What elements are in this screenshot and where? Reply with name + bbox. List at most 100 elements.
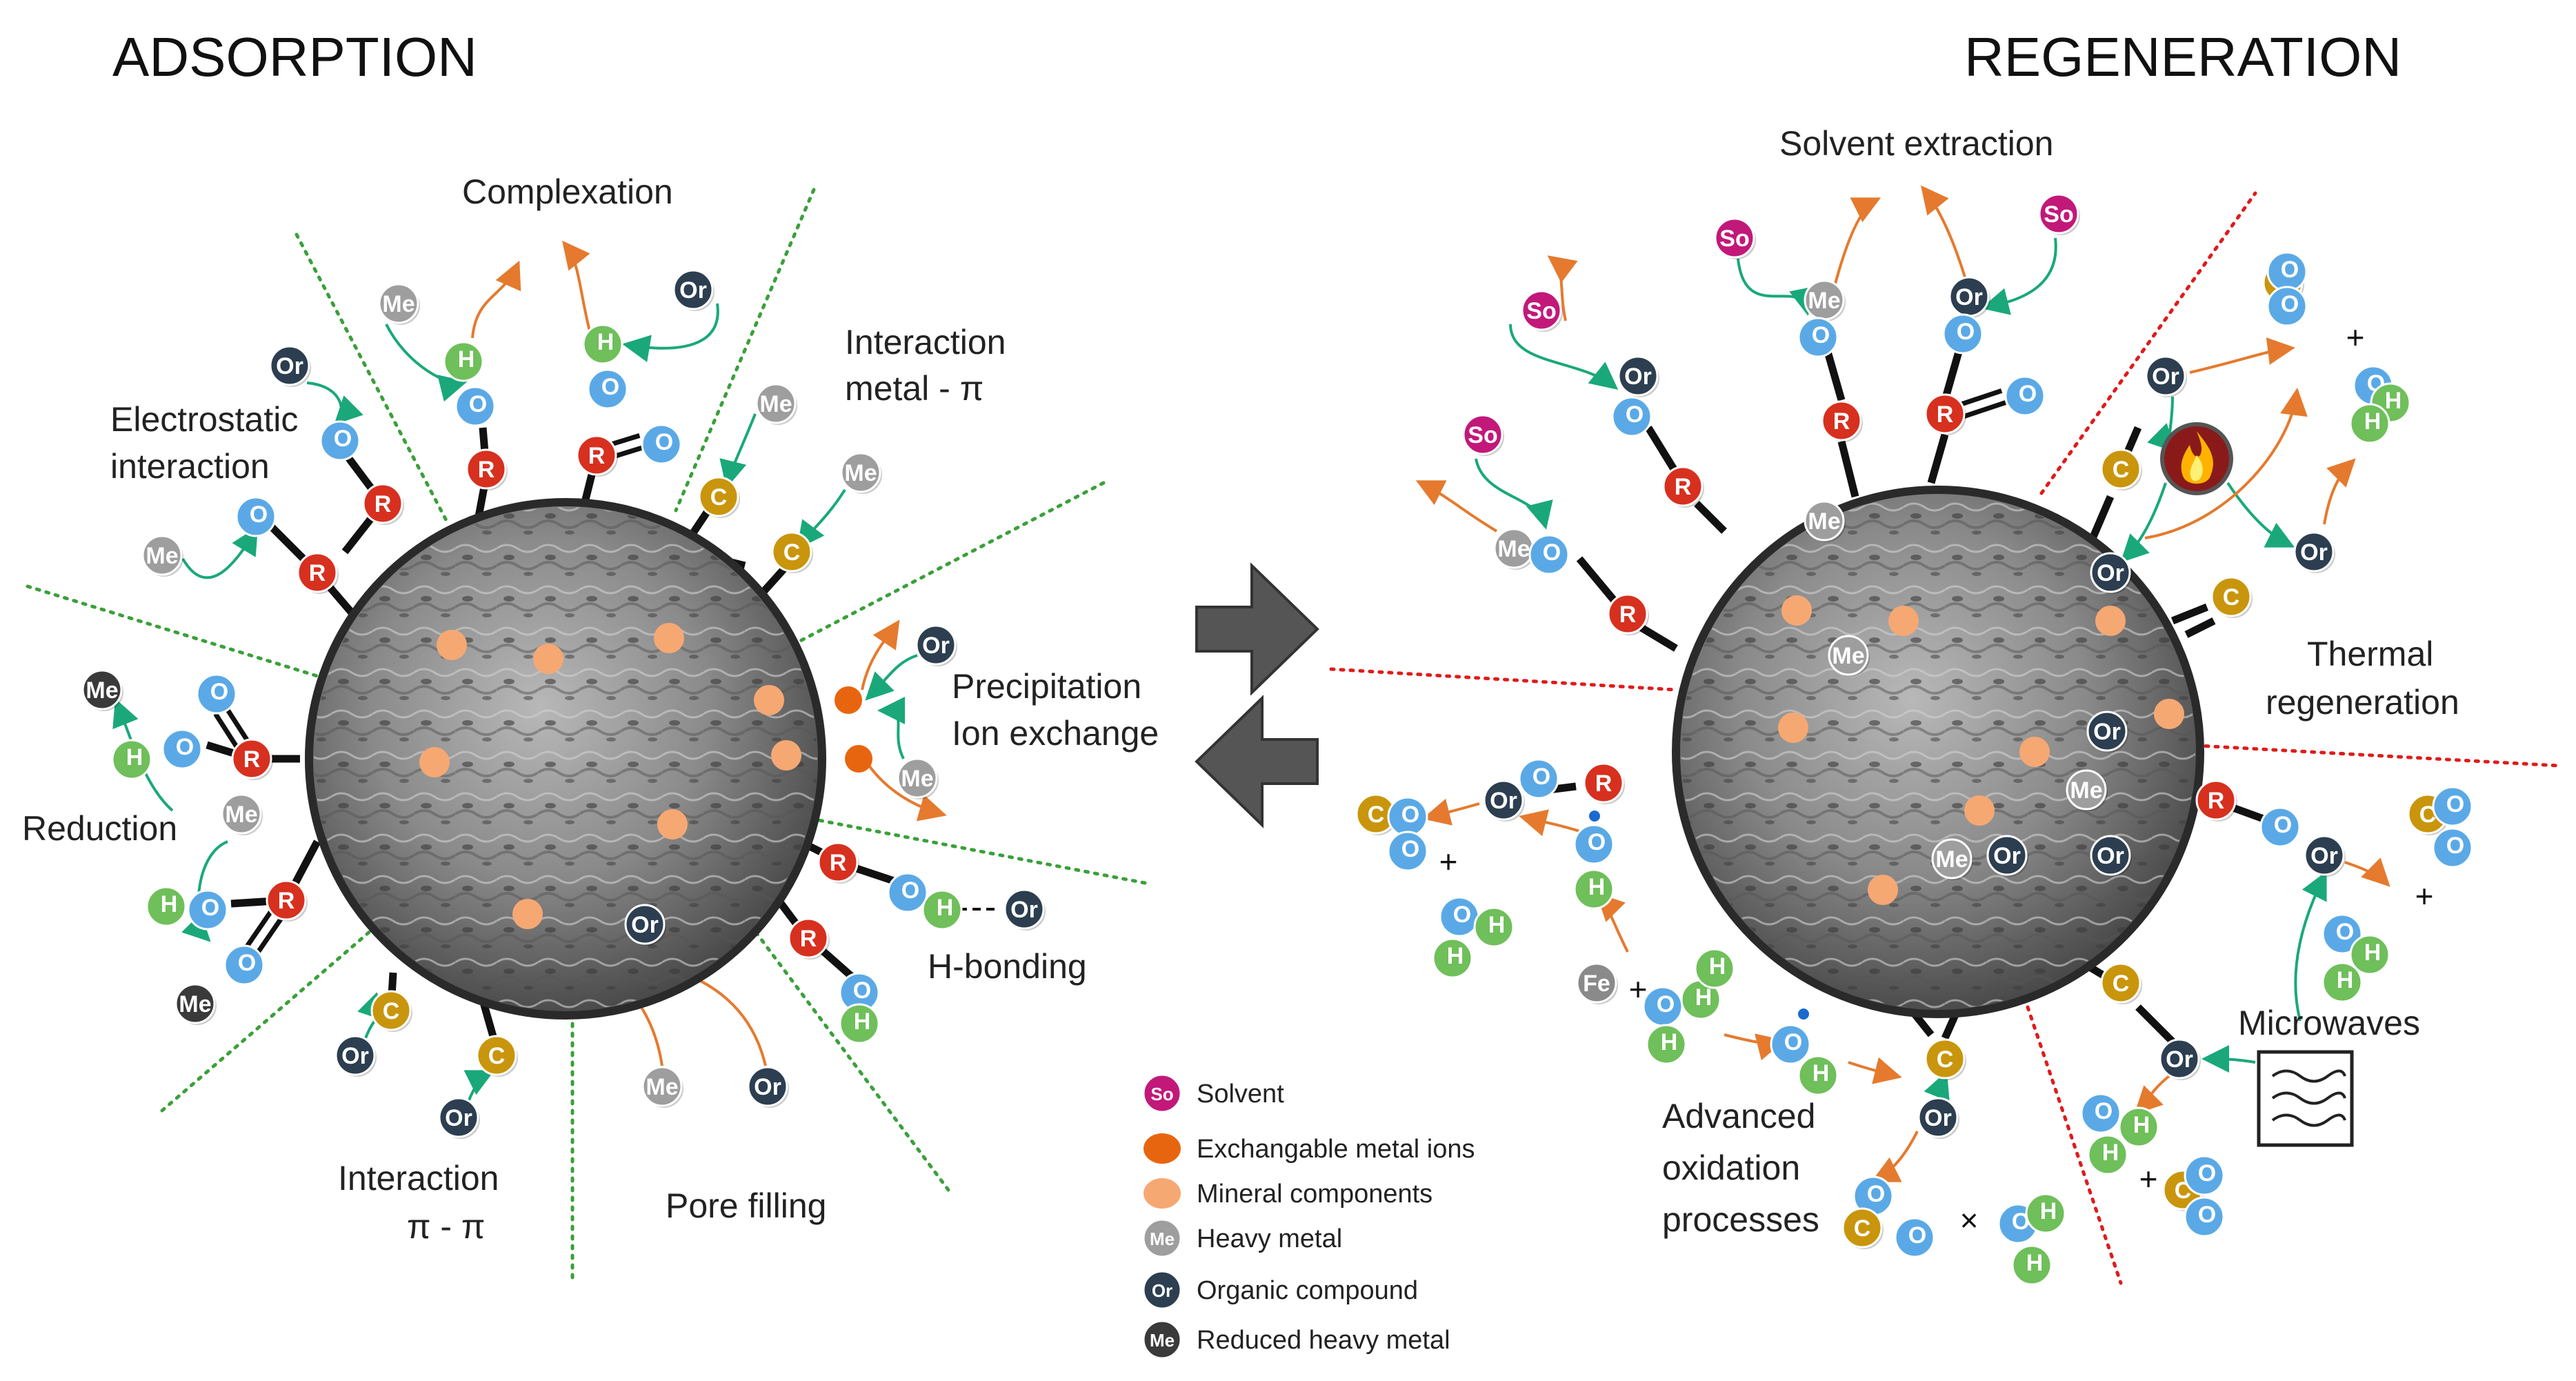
particle [657, 809, 688, 839]
atom-me: Me [221, 793, 263, 835]
svg-text:Me: Me [1808, 508, 1840, 535]
atom-h: H [146, 886, 187, 927]
atom-h: H [1646, 1024, 1687, 1065]
atom-o: O [187, 889, 228, 931]
atom-me: Me [2066, 769, 2108, 811]
atom-o: O [1942, 313, 1984, 355]
svg-text:Or: Or [2166, 1046, 2193, 1073]
svg-text:O: O [2446, 791, 2464, 817]
atom-or: Or [2293, 531, 2335, 573]
atom-h: H [1473, 906, 1515, 948]
svg-text:So: So [1150, 1084, 1173, 1104]
svg-text:Me: Me [382, 291, 415, 317]
atom-or: Or [2090, 552, 2132, 594]
svg-text:Me: Me [901, 766, 933, 792]
particle [835, 686, 862, 714]
svg-text:O: O [1401, 836, 1419, 862]
svg-text:R: R [2208, 788, 2225, 814]
atom-o: O [1518, 758, 1559, 799]
particle [1778, 713, 1808, 743]
atom-o: O [1387, 831, 1428, 872]
particle [1888, 606, 1919, 636]
label-aop-2: oxidation [1662, 1149, 1800, 1187]
label-pipi-2: π - π [407, 1207, 485, 1246]
regeneration-title: REGENERATION [1964, 26, 2402, 88]
svg-text:O: O [210, 679, 228, 705]
atom-c: C [1841, 1207, 1884, 1249]
svg-text:C: C [1368, 802, 1385, 828]
particle [2154, 699, 2184, 729]
label-aop-1: Advanced [1662, 1097, 1815, 1135]
svg-text:O: O [1867, 1181, 1885, 1207]
svg-text:Me: Me [86, 677, 118, 704]
atom-or: Or [1483, 779, 1525, 822]
svg-text:H: H [2385, 388, 2402, 414]
svg-text:H: H [1588, 874, 1606, 900]
atom-r: R [466, 448, 508, 490]
atom-r: R [576, 435, 618, 477]
svg-text:O: O [1532, 764, 1550, 790]
svg-text:O: O [201, 895, 219, 921]
particle [754, 685, 784, 715]
svg-text:H: H [2040, 1198, 2057, 1224]
svg-text:So: So [1526, 298, 1556, 324]
atom-h: H [2349, 403, 2390, 444]
atom-o: O [2080, 1093, 2121, 1134]
atom-o: O [1853, 1175, 1894, 1217]
atom-r: R [817, 842, 859, 884]
dividers [26, 188, 2561, 1285]
atom-or: Or [2090, 835, 2132, 877]
svg-text:H: H [1813, 1060, 1830, 1086]
atom-or: Or [335, 1035, 377, 1077]
svg-text:Me: Me [1935, 846, 1968, 873]
sphere-particles [419, 595, 2184, 929]
svg-text:C: C [2113, 971, 2130, 997]
legend-item: Exchangable metal ions [1144, 1133, 1475, 1164]
atom-c: C [1924, 1038, 1966, 1080]
svg-text:O: O [1626, 401, 1644, 428]
label-thermal-1: Thermal [2307, 635, 2433, 673]
svg-text:Exchangable metal ions: Exchangable metal ions [1197, 1135, 1475, 1164]
svg-text:O: O [1957, 319, 1975, 345]
label-pore-filling: Pore filling [666, 1186, 826, 1225]
svg-text:H: H [2337, 967, 2354, 993]
svg-text:H: H [458, 346, 475, 372]
svg-text:O: O [238, 950, 256, 976]
atom-o: O [1611, 396, 1653, 437]
svg-text:H: H [854, 1009, 871, 1035]
svg-text:+: + [2415, 878, 2434, 914]
svg-text:O: O [1401, 802, 1419, 828]
atom-h: H [839, 1003, 880, 1044]
svg-text:Me: Me [1832, 643, 1864, 669]
atom-o: O [161, 728, 203, 770]
svg-text:Me: Me [1497, 536, 1530, 562]
atom-or: Or [672, 269, 715, 311]
atom-o: O [641, 424, 682, 465]
adsorption-to-regeneration-arrow [1195, 562, 1319, 696]
svg-text:O: O [853, 977, 871, 1004]
svg-text:R: R [375, 491, 392, 517]
arrows [112, 185, 2390, 1182]
atom-h: H [2025, 1193, 2066, 1234]
label-electrostatic-1: Electrostatic [110, 400, 298, 439]
svg-text:+: + [1439, 844, 1458, 880]
atom-h: H [2087, 1134, 2128, 1175]
atom-me: Me [840, 452, 882, 494]
atom-h: H [2118, 1106, 2159, 1148]
atom-me: Me [897, 757, 939, 799]
svg-text:Or: Or [922, 633, 950, 659]
svg-text:Reduced heavy metal: Reduced heavy metal [1197, 1326, 1450, 1355]
svg-text:H: H [161, 891, 178, 917]
svg-text:Or: Or [2097, 843, 2124, 869]
atom-o: O [587, 368, 628, 410]
svg-text:Me: Me [225, 802, 257, 828]
atom-c: C [1355, 793, 1397, 835]
svg-text:H: H [2364, 408, 2382, 435]
label-solvent-extraction: Solvent extraction [1779, 124, 2053, 163]
svg-text:H: H [2133, 1112, 2150, 1138]
label-thermal-2: regeneration [2266, 683, 2459, 722]
svg-text:H: H [1661, 1029, 1678, 1055]
svg-text:Or: Or [1624, 364, 1652, 390]
svg-text:O: O [2198, 1160, 2216, 1186]
